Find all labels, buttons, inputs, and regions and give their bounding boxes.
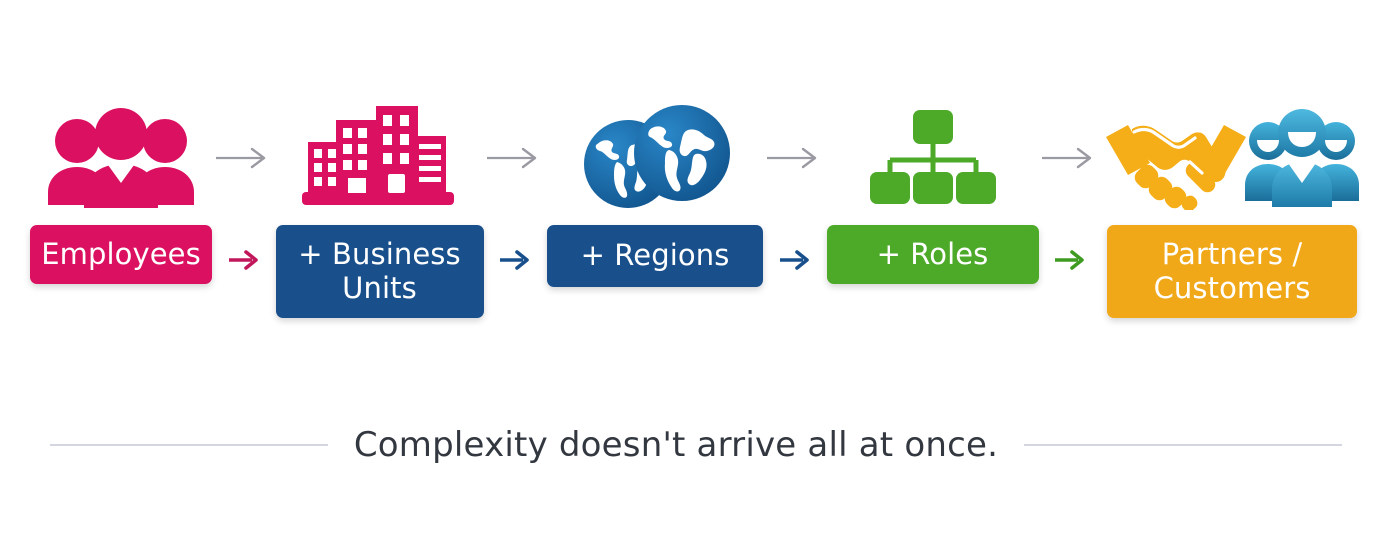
chip-business-units-label-line2: Units — [342, 271, 417, 306]
people-group-blue-icon — [1245, 109, 1359, 207]
chip-partners-customers[interactable]: Partners / Customers — [1107, 225, 1357, 319]
progression-flow: Employees — [30, 90, 1362, 350]
chip-regions[interactable]: + Regions — [547, 225, 763, 287]
connector-1-bottom — [226, 225, 262, 357]
connector-4-bottom — [1052, 225, 1088, 357]
stage-roles: + Roles — [826, 90, 1039, 335]
stage-employees-icon-area — [46, 90, 196, 225]
stage-partners-customers-icon-area — [1102, 90, 1362, 225]
connector-2-bottom — [497, 225, 533, 357]
chip-business-units-label-line1: + Business — [298, 237, 461, 271]
caption-text: Complexity doesn't arrive all at once. — [353, 425, 999, 465]
stage-partners-customers-label-area: Partners / Customers — [1107, 225, 1357, 335]
handshake-icon — [1106, 125, 1246, 210]
connector-1-top — [214, 90, 274, 225]
stage-business-units-icon-area — [300, 90, 460, 225]
chip-roles[interactable]: + Roles — [826, 225, 1039, 285]
stage-business-units: + Business Units — [275, 90, 484, 335]
connector-employees-to-business-units — [214, 90, 274, 357]
caption-row: Complexity doesn't arrive all at once. — [0, 425, 1392, 465]
connector-regions-to-roles — [765, 90, 825, 357]
globes-icon — [584, 104, 730, 208]
stage-roles-label-area: + Roles — [826, 225, 1039, 335]
chip-regions-label: + Regions — [580, 238, 730, 273]
arrow-right-icon — [766, 147, 816, 168]
org-chart-icon — [869, 109, 996, 204]
connector-4-top — [1040, 90, 1100, 225]
arrow-right-icon — [228, 250, 258, 270]
connector-roles-to-partners — [1040, 90, 1100, 357]
chip-business-units[interactable]: + Business Units — [275, 225, 484, 319]
arrow-right-icon — [779, 250, 809, 270]
stage-regions-icon-area — [570, 90, 740, 225]
office-buildings-icon — [301, 105, 454, 205]
stage-partners-customers: Partners / Customers — [1102, 90, 1362, 335]
people-group-icon — [48, 107, 194, 208]
stage-employees-label-area: Employees — [30, 225, 212, 335]
connector-3-top — [765, 90, 825, 225]
arrow-right-icon — [1055, 250, 1085, 270]
arrow-right-icon — [1042, 147, 1092, 168]
caption-rule-right — [1024, 444, 1343, 446]
chip-roles-label: + Roles — [876, 237, 989, 271]
stage-business-units-label-area: + Business Units — [275, 225, 484, 335]
arrow-right-icon — [500, 250, 530, 270]
connector-3-bottom — [777, 225, 813, 357]
arrow-right-icon — [487, 147, 537, 168]
connector-2-top — [485, 90, 545, 225]
chip-employees[interactable]: Employees — [30, 225, 212, 285]
caption-rule-left — [49, 444, 328, 446]
stage-employees: Employees — [30, 90, 212, 335]
stage-regions: + Regions — [547, 90, 763, 335]
arrow-right-icon — [215, 147, 265, 168]
handshake-people-icon — [1106, 109, 1359, 210]
stage-regions-label-area: + Regions — [547, 225, 763, 335]
chip-employees-label: Employees — [41, 237, 201, 271]
chip-partners-customers-label-line1: Partners / — [1161, 237, 1303, 271]
chip-partners-customers-label-line2: Customers — [1153, 271, 1311, 306]
stage-roles-icon-area — [868, 90, 998, 225]
connector-business-units-to-regions — [485, 90, 545, 357]
